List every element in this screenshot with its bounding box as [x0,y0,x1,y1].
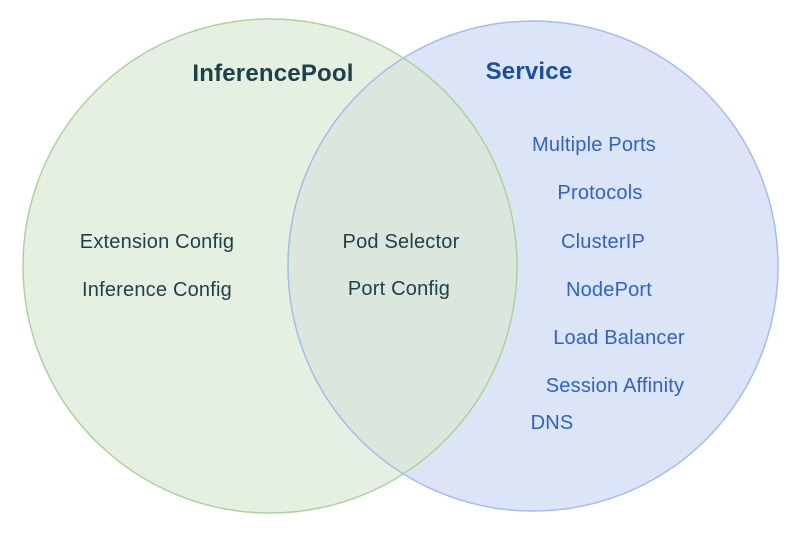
inferencepool-title: InferencePool [192,60,354,87]
service-item-multiple-ports: Multiple Ports [532,134,656,156]
inferencepool-item-extension-config: Extension Config [79,231,235,253]
service-item-dns: DNS [530,412,574,434]
overlap-item-port-config: Port Config [347,278,451,300]
service-title: Service [485,58,573,85]
service-item-clusterip: ClusterIP [560,231,646,253]
inferencepool-circle-border [22,18,518,514]
service-item-session-affinity: Session Affinity [545,375,685,397]
overlap-region [287,58,517,474]
inferencepool-item-inference-config: Inference Config [82,279,232,301]
overlap-item-pod-selector: Pod Selector [342,231,460,253]
service-item-load-balancer: Load Balancer [553,327,685,349]
service-item-nodeport: NodePort [565,279,653,301]
service-circle-border [287,20,779,512]
service-item-protocols: Protocols [557,182,643,204]
